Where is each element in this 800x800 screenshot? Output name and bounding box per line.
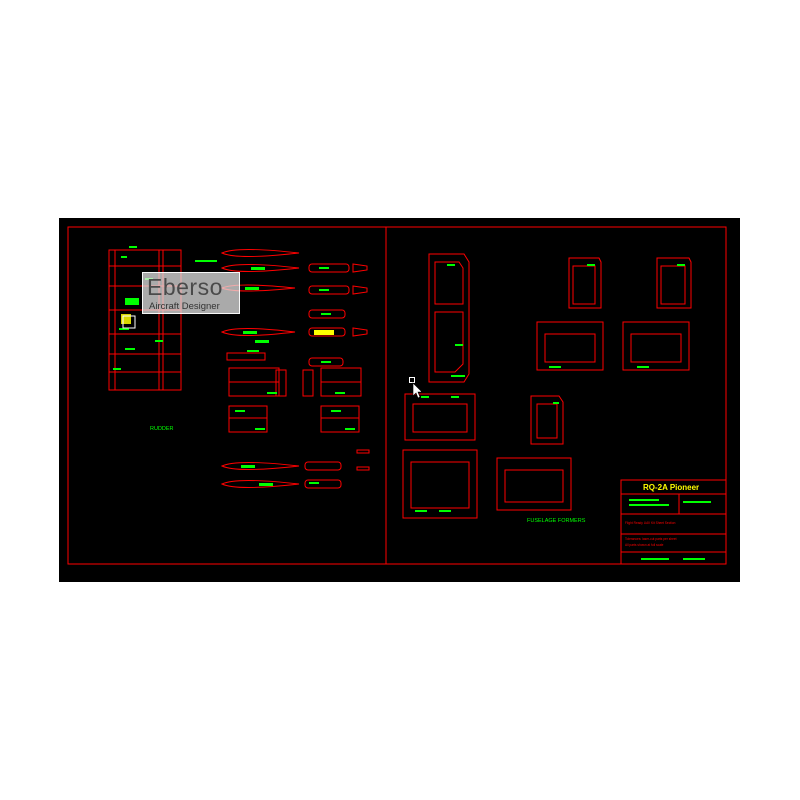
watermark-badge: Eberso Aircraft Designer [142,272,240,314]
fuselage-formers-label: FUSELAGE FORMERS [527,518,586,524]
rudder-label: RUDDER [150,426,174,432]
title-block [620,479,727,565]
watermark-name: Eberso [147,274,223,300]
spar-blocks [228,367,362,433]
title-block-spec-2: All parts shown at full scale [625,543,664,547]
mouse-cursor-icon [409,377,421,399]
rudder-assembly [108,246,182,391]
title-block-spec-0: Flight Ready UAV Kit Sheet Section [625,521,676,525]
small-parts [304,263,370,489]
watermark-subtitle: Aircraft Designer [149,301,220,312]
title-block-spec-1: Tolerances: laser-cut parts per sheet [625,537,677,541]
sheet-border [67,226,727,565]
fuselage-formers [402,253,692,519]
title-block-title: RQ-2A Pioneer [643,483,699,492]
